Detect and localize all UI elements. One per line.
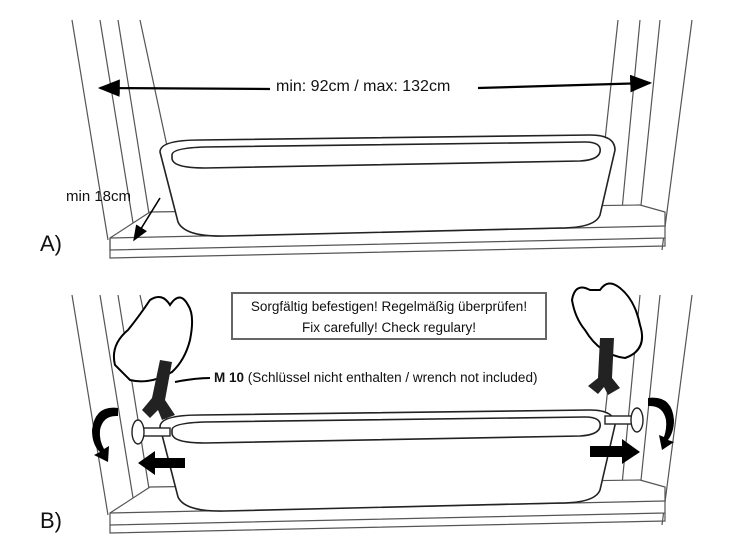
planter-box-a <box>159 134 616 237</box>
bolt-size: M 10 <box>214 370 245 385</box>
left-hand-icon <box>112 295 194 383</box>
right-wrench-icon <box>588 338 620 395</box>
warning-german: Sorgfältig befestigen! Regelmäßig überpr… <box>250 299 528 314</box>
window-frame-a <box>71 19 693 251</box>
bolt-pointer <box>174 377 211 383</box>
right-hand-icon <box>570 282 644 360</box>
right-push-arrow-icon <box>590 439 640 464</box>
left-wrench-icon <box>142 360 175 420</box>
left-rotate-arrow-icon <box>92 407 118 462</box>
depth-dimension-label: min 18cm <box>66 188 132 205</box>
tighten-arrows <box>92 397 674 475</box>
wrench-note: (Schlüssel nicht enthalten / wrench not … <box>247 370 538 385</box>
planter-box-b <box>159 409 616 512</box>
warning-english: Fix carefully! Check regulary! <box>301 320 477 335</box>
clamp-rods <box>131 407 644 445</box>
left-push-arrow-icon <box>138 451 185 475</box>
panel-a-label: A) <box>40 231 62 256</box>
bolt-note: M 10 (Schlüssel nicht enthalten / wrench… <box>214 370 537 385</box>
panel-b-label: B) <box>40 508 62 533</box>
width-dimension-label: min: 92cm / max: 132cm <box>272 78 455 96</box>
warning-box: Sorgfältig befestigen! Regelmäßig überpr… <box>231 292 547 340</box>
right-rotate-arrow-icon <box>648 397 674 450</box>
width-arrow <box>97 74 653 97</box>
depth-arrow <box>133 197 161 242</box>
